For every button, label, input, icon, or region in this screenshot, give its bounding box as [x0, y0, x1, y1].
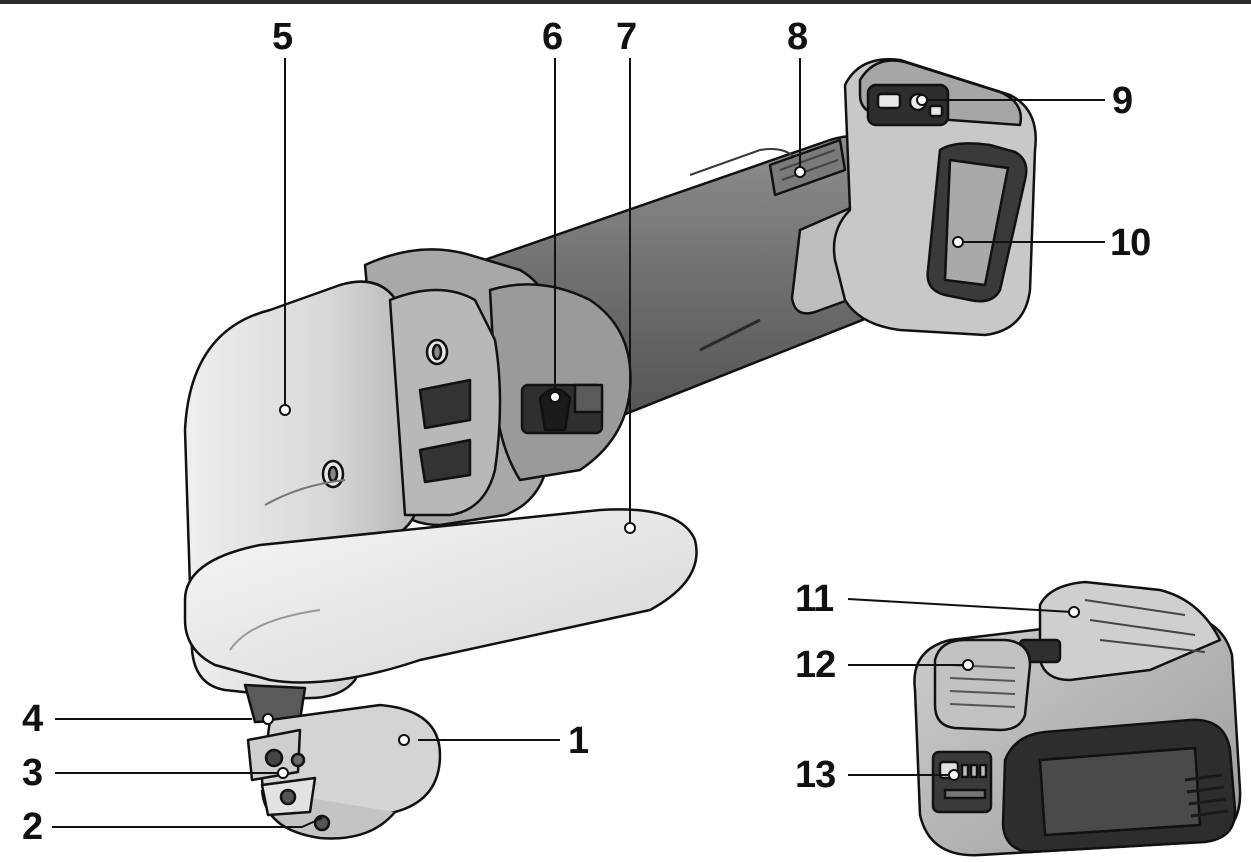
battery-pack	[913, 580, 1242, 857]
callout-13: 13	[795, 754, 836, 796]
battery-rails	[1038, 580, 1222, 682]
tool-body	[183, 58, 1037, 840]
callout-12: 12	[795, 644, 836, 686]
callout-10: 10	[1110, 222, 1151, 264]
leader-2	[52, 817, 323, 828]
callout-6: 6	[542, 16, 563, 58]
callout-9: 9	[1112, 80, 1133, 122]
top-border	[0, 0, 1251, 4]
battery-ribs	[1184, 773, 1229, 818]
leader-lines	[52, 58, 1105, 828]
callout-5: 5	[272, 16, 293, 58]
callout-2: 2	[22, 806, 43, 848]
callout-7: 7	[616, 16, 637, 58]
callout-3: 3	[22, 752, 43, 794]
leader-11	[847, 598, 1073, 613]
leader-dots	[262, 94, 1080, 781]
callout-1: 1	[568, 720, 589, 762]
release-button	[933, 638, 1032, 732]
chip-guard	[183, 508, 698, 684]
callout-11: 11	[795, 578, 834, 620]
callout-8: 8	[787, 16, 808, 58]
callout-4: 4	[22, 698, 43, 740]
